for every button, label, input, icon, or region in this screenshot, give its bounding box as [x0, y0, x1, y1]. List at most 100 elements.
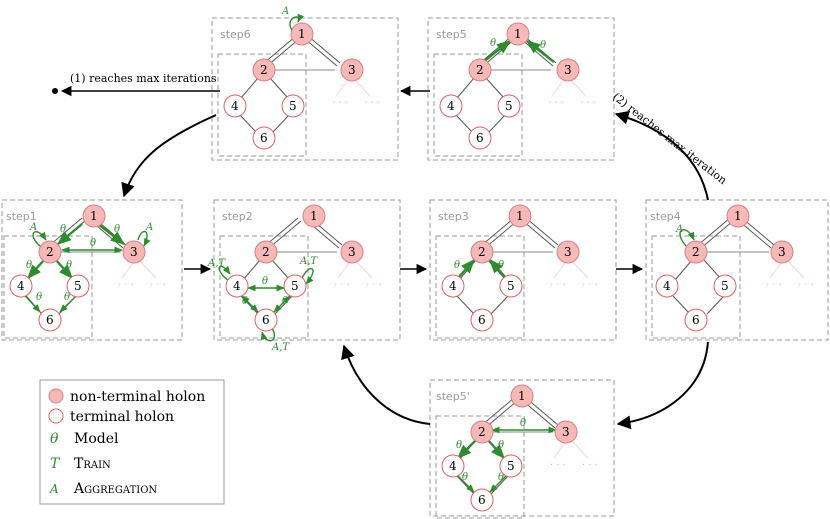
- holon-node-4: [225, 274, 249, 298]
- agg-annotation: A: [281, 6, 289, 17]
- node-label: 2: [260, 63, 268, 77]
- model-arrow: [457, 258, 475, 279]
- node-label: 5: [291, 279, 299, 293]
- agg-train-annotation: A,T: [207, 258, 226, 269]
- holon-node-1: [302, 204, 326, 228]
- theta-annotation: θ: [456, 440, 462, 451]
- node-label: 1: [514, 27, 522, 41]
- model-arrow: [525, 40, 555, 63]
- model-arrow: [489, 475, 507, 493]
- node-label: 3: [778, 245, 786, 259]
- holon-node-5: [499, 274, 523, 298]
- panel-label: step1: [6, 210, 37, 223]
- node-label: 6: [262, 313, 270, 327]
- panel-step1: step1 A A θ θ θ θ θ θ θ 1 2 3 4 5 6: [1, 199, 183, 341]
- legend-a-symbol: A: [49, 482, 59, 496]
- panel-step3: step3 θ θ 1 2 3 4 5 6: [429, 199, 617, 341]
- node-label: 5: [721, 279, 729, 293]
- agg-annotation: A: [145, 222, 153, 233]
- node-label: 1: [298, 27, 306, 41]
- node-label: 4: [447, 99, 455, 113]
- panel-step5: step5 θ θ 1 2 3 4 5 6: [427, 17, 615, 161]
- max-iter-label-1: (1) reaches max iterations: [70, 72, 217, 85]
- flow-arrow-step4-to-step5: [614, 110, 709, 201]
- holon-node-1: [290, 22, 314, 46]
- node-label: 1: [310, 209, 318, 223]
- model-arrow: [59, 295, 77, 313]
- end-dot: [52, 88, 58, 94]
- node-label: 3: [564, 63, 572, 77]
- legend-t-label: Train: [74, 456, 111, 472]
- flow-arrow-step6-to-step1: [121, 114, 217, 198]
- holon-node-4: [655, 274, 679, 298]
- legend-terminal-label: terminal holon: [70, 409, 174, 425]
- self-loop-arrow: [218, 265, 231, 281]
- holon-node-4: [441, 274, 465, 298]
- holon-node-6: [470, 488, 494, 512]
- node-label: 5: [507, 459, 515, 473]
- node-label: 6: [260, 131, 268, 145]
- flow-arrow-step4-to-step5-prime: [616, 341, 709, 430]
- panel-label: step2: [222, 210, 253, 223]
- legend-a-label: Aggregation: [73, 481, 157, 497]
- holon-node-2: [252, 58, 276, 82]
- legend-terminal-marker: [48, 408, 64, 424]
- node-label: 3: [130, 245, 138, 259]
- legend-nonterminal-label: non-terminal holon: [70, 389, 205, 405]
- agg-annotation: A: [29, 222, 37, 233]
- node-label: 4: [231, 99, 239, 113]
- holon-node-6: [470, 308, 494, 332]
- theta-annotation: θ: [490, 38, 496, 49]
- model-arrow: [97, 223, 126, 245]
- model-arrow: [241, 295, 259, 313]
- holon-node-3: [556, 240, 580, 264]
- node-label: 2: [262, 245, 270, 259]
- holon-node-2: [38, 240, 62, 264]
- holon-node-1: [508, 204, 532, 228]
- theta-annotation: θ: [26, 260, 32, 271]
- holon-node-1: [510, 384, 534, 408]
- legend-t-symbol: T: [50, 456, 61, 472]
- node-label: 5: [289, 99, 297, 113]
- holon-node-6: [684, 308, 708, 332]
- node-label: 4: [233, 279, 241, 293]
- node-label: 4: [449, 279, 457, 293]
- flow-arrow-step5-prime-to-step2: [341, 344, 431, 425]
- holon-node-5: [281, 94, 305, 118]
- holon-node-5: [283, 274, 307, 298]
- node-label: 1: [734, 209, 742, 223]
- node-label: 4: [449, 459, 457, 473]
- node-label: 5: [507, 279, 515, 293]
- theta-annotation: θ: [60, 224, 66, 235]
- panel-step5-prime: step5' θ θ θ θ θ 1 2 3 4 5 6: [429, 379, 615, 519]
- model-arrow: [456, 439, 477, 460]
- panel-label: step5: [436, 28, 467, 41]
- holon-node-6: [468, 126, 492, 150]
- holon-node-5: [713, 274, 737, 298]
- panel-label: step5': [436, 390, 470, 403]
- agg-train-annotation: A,T: [271, 342, 290, 353]
- self-loop-arrow: [137, 230, 151, 247]
- holon-node-2: [470, 420, 494, 444]
- model-arrow: [487, 439, 505, 460]
- model-arrow: [273, 295, 291, 313]
- node-label: 5: [74, 279, 82, 293]
- holon-node-3: [554, 420, 578, 444]
- theta-annotation: θ: [282, 296, 288, 307]
- theta-annotation: θ: [36, 292, 42, 303]
- node-label: 2: [46, 245, 54, 259]
- holon-node-3: [340, 240, 364, 264]
- legend-theta-label: Model: [74, 431, 119, 447]
- theta-annotation: θ: [114, 224, 120, 235]
- node-label: 3: [564, 245, 572, 259]
- holon-node-2: [684, 240, 708, 264]
- model-arrow: [482, 40, 512, 63]
- holon-node-1: [506, 22, 530, 46]
- node-label: 1: [90, 209, 98, 223]
- theta-annotation: θ: [64, 292, 70, 303]
- panel-step4: step4 A 1 2 3 4 5 6: [645, 199, 829, 341]
- model-arrow: [56, 223, 83, 245]
- holon-node-1: [726, 204, 750, 228]
- theta-annotation: θ: [66, 260, 72, 271]
